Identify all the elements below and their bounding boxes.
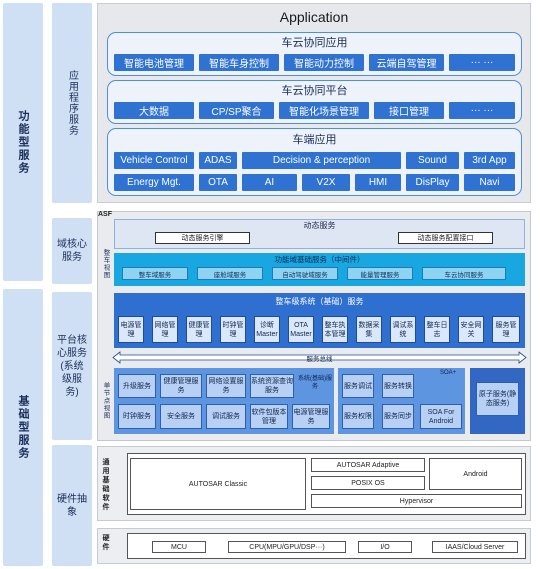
cloud-app-item: 智能车身控制	[199, 54, 279, 71]
app-services-label: 应用程序服务	[66, 70, 78, 136]
hw-item: MCU	[152, 541, 206, 553]
vehicle-app-item: 3rd App	[464, 152, 515, 169]
hw-item: I/O	[358, 541, 412, 553]
domain-services-title: 功能域基础服务（中间件）	[274, 255, 365, 264]
android-box: Android	[429, 458, 522, 490]
posix-box: POSIX OS	[311, 476, 425, 490]
soa-service-item: 服务权限	[342, 404, 374, 429]
functional-services-label: 功能型服务	[17, 109, 29, 175]
vehicle-view-label: 整车视图	[102, 249, 109, 279]
cloud-app-item: 智能电池管理	[114, 54, 194, 71]
dynamic-services-title: 动态服务	[303, 220, 336, 230]
system-service-item: 调试服务	[206, 404, 246, 429]
soa-service-item: 服务同步	[382, 404, 414, 429]
vehicle-app-item: AI	[242, 174, 297, 191]
cloud-platform-item: 智能化场景管理	[279, 102, 369, 119]
soa-label: SOA+	[440, 370, 457, 376]
cloud-app-item: ··· ···	[449, 54, 515, 71]
system-service-item: 系统资源查询服务	[250, 374, 294, 398]
vehicle-level-item: 诊断Master	[254, 316, 280, 343]
domain-service-item: 能量管理服务	[347, 267, 413, 280]
vehicle-app-item: HMI	[355, 174, 401, 191]
cloud-platform-title: 车云协同平台	[281, 85, 348, 97]
node-view-label: 单节点视图	[102, 382, 109, 420]
node-view-band: 单节点视图	[98, 368, 112, 434]
vehicle-level-item: 数据采集	[356, 316, 382, 343]
application-title: Application	[279, 9, 349, 25]
vehicle-level-item: 网络管理	[152, 316, 178, 343]
functional-services-band: 功能型服务	[3, 3, 43, 281]
vehicle-app-item: OTA	[199, 174, 237, 191]
domain-service-item: 整车域服务	[122, 267, 188, 280]
cloud-app-title: 车云协同应用	[281, 37, 348, 49]
system-service-item: 升级服务	[118, 374, 156, 398]
vehicle-app-title: 车端应用	[292, 134, 337, 146]
system-service-item: 时钟服务	[118, 404, 156, 429]
vehicle-app-item: Energy Mgt.	[114, 174, 194, 191]
vehicle-app-item: DisPlay	[406, 174, 459, 191]
domain-core-label: 域核心服务	[57, 239, 87, 263]
system-base-label: 系统(基础)服务	[298, 376, 332, 390]
platform-core-label: 平台核心服务(系统级服务)	[57, 334, 87, 398]
vehicle-level-item: OTA Master	[288, 316, 314, 343]
domain-core-band: 域核心服务	[52, 218, 92, 284]
system-service-item: 网络设置服务	[206, 374, 246, 398]
hw-abstraction-label: 硬件抽象	[57, 493, 87, 518]
autosar-adaptive-box: AUTOSAR Adaptive	[311, 458, 425, 472]
cloud-platform-item: CP/SP聚合	[199, 102, 274, 119]
autosar-classic-box: AUTOSAR Classic	[130, 458, 306, 510]
soa-service-item: 服务调试	[342, 374, 374, 398]
atomic-service-box: 原子服务(静态服务)	[476, 382, 519, 416]
vehicle-app-item: Decision & perception	[242, 152, 401, 169]
asf-label: ASF	[98, 211, 112, 218]
vehicle-level-band	[114, 293, 525, 348]
vehicle-level-item: 整车执本管理	[322, 316, 348, 343]
basic-services-band: 基础型服务	[3, 289, 43, 566]
hypervisor-box: Hypervisor	[311, 494, 522, 508]
cloud-platform-item: ··· ···	[449, 102, 515, 119]
service-bus-label: 服务总线	[306, 355, 333, 363]
vehicle-app-item: Sound	[406, 152, 459, 169]
vehicle-level-item: 时钟管理	[220, 316, 246, 343]
vehicle-app-item: V2X	[302, 174, 350, 191]
vehicle-level-item: 电源管理	[118, 316, 144, 343]
vehicle-view-band: 整车视图	[98, 236, 112, 292]
cloud-app-item: 智能动力控制	[284, 54, 364, 71]
domain-service-item: 车云协同服务	[422, 267, 506, 280]
vehicle-app-item: Navi	[464, 174, 515, 191]
soa-service-item: 服务转换	[382, 374, 414, 398]
app-services-band: 应用程序服务	[52, 3, 92, 203]
cloud-app-item: 云端自驾管理	[369, 54, 444, 71]
platform-core-band: 平台核心服务(系统级服务)	[52, 292, 92, 440]
hardware-label: 硬件	[102, 535, 110, 551]
soa-service-item: SOA For Android	[420, 404, 462, 429]
system-service-item: 安全服务	[160, 404, 202, 429]
cloud-platform-item: 大数据	[114, 102, 194, 119]
hw-abstraction-band: 硬件抽象	[52, 445, 92, 566]
domain-service-item: 座舱域服务	[197, 267, 263, 280]
cloud-platform-item: 接口管理	[374, 102, 444, 119]
vehicle-level-item: 服务管理	[492, 316, 520, 343]
system-service-item: 软件包版本管理	[250, 404, 288, 429]
hw-item: IAAS/Cloud Server	[432, 541, 518, 553]
vehicle-level-item: 整车日志	[424, 316, 450, 343]
system-service-item: 电源管理服务	[292, 404, 330, 429]
vehicle-app-item: Vehicle Control	[114, 152, 194, 169]
dynamic-engine-box: 动态服务引擎	[155, 232, 250, 244]
vehicle-level-item: 健康管理	[186, 316, 212, 343]
dynamic-config-box: 动态服务配置接口	[398, 232, 493, 244]
domain-service-item: 自动驾驶域服务	[272, 267, 338, 280]
vehicle-app-item: ADAS	[199, 152, 237, 169]
hw-item: CPU(MPU/GPU/DSP···)	[228, 541, 346, 553]
system-service-item: 健康管理服务	[160, 374, 202, 398]
general-sw-label: 通用基础软件	[102, 459, 110, 511]
service-bus-arrow	[112, 351, 527, 364]
basic-services-label: 基础型服务	[17, 395, 29, 460]
vehicle-level-item: 调试系统	[390, 316, 416, 343]
vehicle-level-title: 整车级系统（基础）服务	[275, 296, 364, 306]
vehicle-level-item: 安全网关	[458, 316, 484, 343]
